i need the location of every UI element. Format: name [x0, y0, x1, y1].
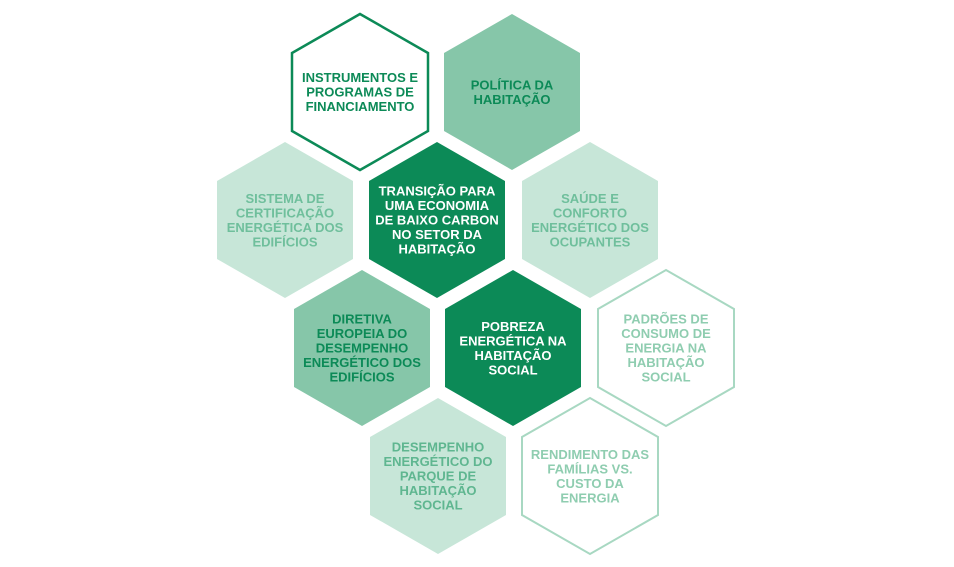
hexagon-shape-desempenho	[370, 398, 506, 554]
hexagon-label-line: ENERGÉTICA DOS	[227, 220, 344, 235]
hexagon-label-line: PADRÕES DE	[624, 312, 709, 327]
hexagon-label-line: EDIFÍCIOS	[329, 370, 394, 385]
hexagon-shape-pobreza	[445, 270, 581, 426]
hexagon-shape-certificacao	[217, 142, 353, 298]
hexagon-label-line: ENERGIA	[560, 490, 620, 505]
hexagon-label-line: SOCIAL	[488, 362, 537, 377]
hexagon-label-line: ENERGIA NA	[625, 341, 707, 356]
hexagon-shape-financiamento	[290, 12, 430, 172]
hexagon-shape-rendimento	[521, 396, 659, 556]
hexagon-label-line: TRANSIÇÃO PARA	[379, 184, 496, 199]
hexagon-label-line: CONSUMO DE	[621, 326, 711, 341]
hexagon-label-line: POBREZA	[481, 319, 545, 334]
hexagon-label-line: DE BAIXO CARBON	[375, 213, 499, 228]
hexagon-label-line: RENDIMENTO DAS	[531, 447, 650, 462]
hexagon-label-line: ENERGÉTICO DO	[383, 454, 492, 469]
hexagon-label-line: HABITAÇÃO	[627, 355, 704, 370]
hexagon-label-line: SAÚDE E	[561, 191, 619, 206]
hexagon-shape-transicao	[369, 142, 505, 298]
hexagon-label-line: SOCIAL	[641, 370, 690, 385]
hexagon-label-line: ENERGÉTICA NA	[459, 333, 567, 348]
hexagon-label-line: CERTIFICAÇÃO	[236, 205, 334, 220]
hexagon-label-line: DESEMPENHO	[316, 341, 408, 356]
hexagon-label-line: POLÍTICA DA	[471, 77, 554, 92]
hexagon-label-line: HABITAÇÃO	[398, 242, 475, 257]
hexagon-label-line: INSTRUMENTOS E	[302, 70, 418, 85]
hexagon-shape-diretiva	[294, 270, 430, 426]
hexagon-shape-politica	[444, 14, 580, 170]
hexagon-label-line: PROGRAMAS DE	[306, 85, 414, 100]
hexagon-label-line: SISTEMA DE	[246, 191, 325, 206]
hexagon-label-line: CONFORTO	[553, 205, 627, 220]
hexagon-label-line: HABITAÇÃO	[399, 483, 476, 498]
hexagon-label-line: HABITAÇÃO	[474, 348, 551, 363]
hexagon-label-line: SOCIAL	[413, 498, 462, 513]
hexagon-label-line: EDIFÍCIOS	[252, 234, 317, 249]
hexagon-label-line: FAMÍLIAS VS.	[547, 461, 632, 476]
hexagon-label-line: CUSTO DA	[556, 476, 624, 491]
hexagon-label-line: DIRETIVA	[332, 312, 392, 327]
hexagon-label-line: NO SETOR DA	[392, 227, 483, 242]
hexagon-label-line: OCUPANTES	[550, 234, 631, 249]
hexagon-label-line: FINANCIAMENTO	[306, 99, 415, 114]
hexagon-label-line: ENERGÉTICO DOS	[303, 355, 421, 370]
hexagon-label-line: UMA ECONOMIA	[385, 198, 490, 213]
hexagon-shape-saude	[522, 142, 658, 298]
hexagon-label-line: HABITAÇÃO	[473, 92, 550, 107]
hexagon-label-line: EUROPEIA DO	[317, 326, 408, 341]
hexagon-label-line: PARQUE DE	[400, 469, 477, 484]
hexagon-shape-padroes	[597, 268, 735, 428]
hexagon-label-line: DESEMPENHO	[392, 440, 484, 455]
hexagon-label-line: ENERGÉTICO DOS	[531, 220, 649, 235]
